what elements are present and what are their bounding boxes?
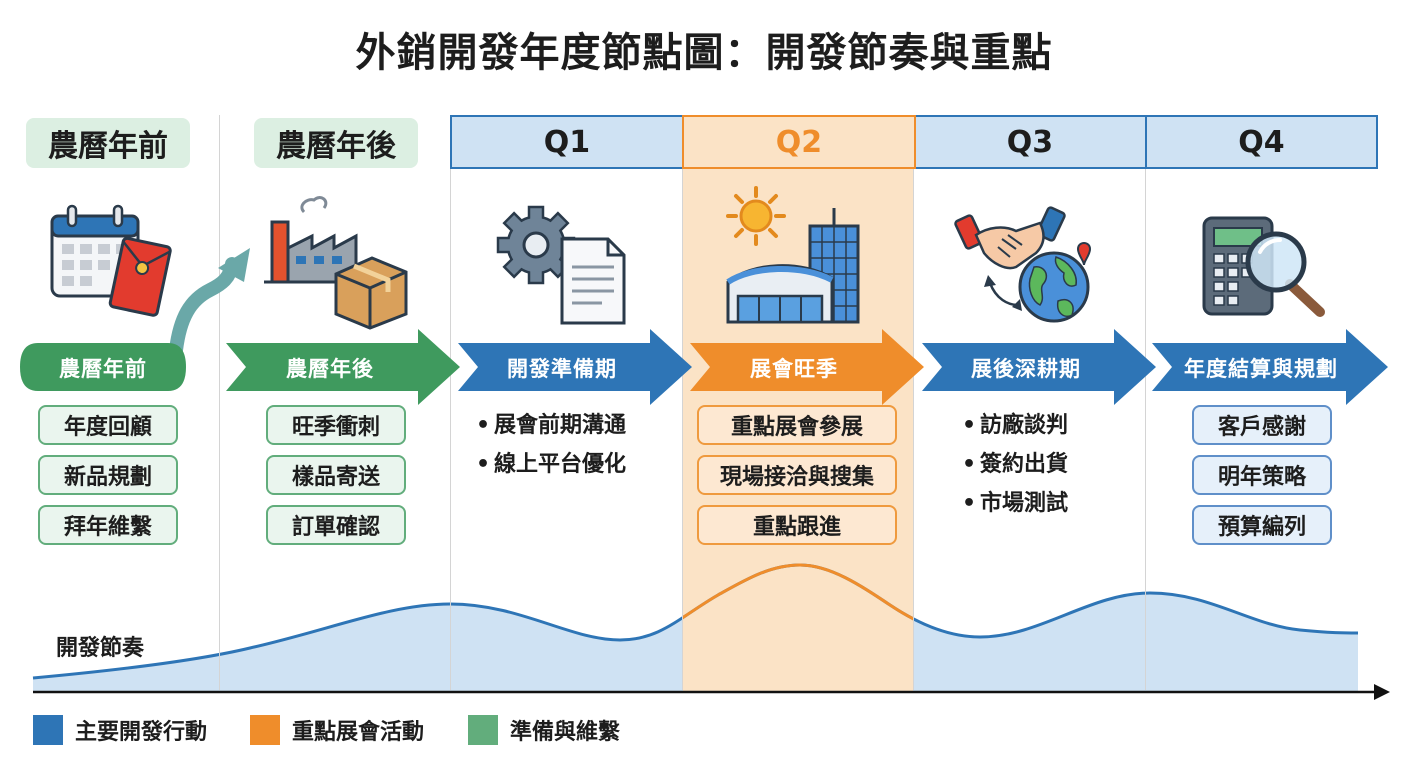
- legend-label: 重點展會活動: [292, 720, 425, 745]
- legend-label: 準備與維繫: [510, 720, 621, 745]
- task-bullet: 線上平台優化: [476, 445, 626, 484]
- gear-document-icon: [496, 205, 626, 325]
- task-pill: 訂單確認: [266, 505, 406, 545]
- task-bullet: 訪廠談判: [962, 406, 1068, 445]
- quarter-header-q2: Q2: [682, 115, 916, 169]
- phase-arrows: [20, 329, 1388, 405]
- task-pill: 拜年維繫: [38, 505, 178, 545]
- task-bullet: 簽約出貨: [962, 445, 1068, 484]
- column-divider: [1145, 115, 1146, 690]
- column-divider: [913, 115, 914, 690]
- curved-arrow-icon: [169, 248, 250, 357]
- task-pill: 預算編列: [1192, 505, 1332, 545]
- phase-label-expo: 展會旺季: [750, 357, 838, 381]
- phase-arrow-prep: [458, 329, 692, 405]
- exhibition-hall-sun-icon: [726, 186, 860, 324]
- column-divider: [219, 115, 220, 690]
- phase-arrow-pre-lunar: [20, 343, 186, 391]
- page-title: 外銷開發年度節點圖：開發節奏與重點: [355, 30, 1053, 76]
- period-header-post-lunar: 農曆年後: [254, 118, 418, 168]
- rhythm-label: 開發節奏: [56, 636, 145, 661]
- legend-item-main-action: 主要開發行動: [33, 714, 207, 746]
- phase-label-annual: 年度結算與規劃: [1184, 357, 1338, 381]
- phase-arrow-post-expo: [922, 329, 1156, 405]
- handshake-globe-icon: [954, 206, 1092, 323]
- task-pill: 客戶感謝: [1192, 405, 1332, 445]
- quarter-header-q3: Q3: [913, 115, 1147, 169]
- factory-box-icon: [264, 196, 408, 330]
- task-pill: 年度回顧: [38, 405, 178, 445]
- task-pill: 新品規劃: [38, 455, 178, 495]
- legend-swatch: [250, 715, 280, 745]
- task-bullet: 市場測試: [962, 484, 1068, 523]
- rhythm-area-highlight: [683, 565, 913, 692]
- phase-label-prep: 開發準備期: [507, 357, 617, 381]
- legend-item-prep: 準備與維繫: [468, 714, 620, 746]
- legend-item-expo: 重點展會活動: [250, 714, 424, 746]
- phase-arrow-post-lunar: [226, 329, 460, 405]
- phase-label-post-expo: 展後深耕期: [971, 357, 1081, 381]
- task-pill: 重點展會參展: [697, 405, 897, 445]
- rhythm-line-highlight: [683, 563, 913, 621]
- period-header-pre-lunar: 農曆年前: [26, 118, 190, 168]
- calendar-red-envelope-icon: [50, 204, 172, 317]
- column-divider: [682, 115, 683, 690]
- quarter-header-q4: Q4: [1145, 115, 1378, 169]
- task-pill: 旺季衝刺: [266, 405, 406, 445]
- phase-label-pre-lunar: 農曆年前: [59, 357, 147, 381]
- legend-swatch: [33, 715, 63, 745]
- task-pill: 樣品寄送: [266, 455, 406, 495]
- task-bullet-list-prep: 展會前期溝通 線上平台優化: [476, 406, 626, 484]
- quarter-header-q1: Q1: [450, 115, 684, 169]
- task-pill: 重點跟進: [697, 505, 897, 545]
- calculator-magnifier-icon: [1202, 216, 1325, 317]
- task-pill: 明年策略: [1192, 455, 1332, 495]
- phase-arrow-annual: [1152, 329, 1388, 405]
- phase-arrow-expo: [690, 329, 924, 405]
- phase-label-post-lunar: 農曆年後: [286, 357, 374, 381]
- timeline-arrowhead: [1374, 684, 1390, 700]
- column-divider: [450, 115, 451, 690]
- task-bullet-list-post-expo: 訪廠談判 簽約出貨 市場測試: [962, 406, 1068, 523]
- task-pill: 現場接洽與搜集: [697, 455, 897, 495]
- legend-swatch: [468, 715, 498, 745]
- task-bullet: 展會前期溝通: [476, 406, 626, 445]
- legend-label: 主要開發行動: [75, 720, 208, 745]
